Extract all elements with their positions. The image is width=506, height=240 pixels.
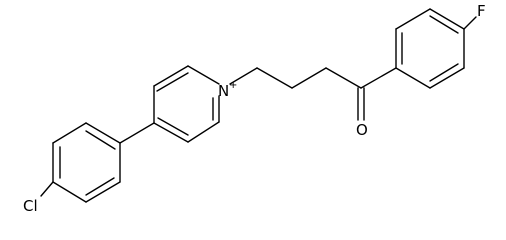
bond-aryl-ketone: [360, 67, 397, 89]
bond-biaryl: [119, 122, 155, 144]
pyridinium-ring: [153, 65, 220, 143]
atom-label-fluorine: F: [477, 2, 486, 20]
structure-canvas: N + O F Cl: [23, 2, 486, 215]
bond-inner: [429, 15, 459, 34]
bond: [291, 67, 327, 89]
chlorophenyl-ring: [52, 122, 121, 203]
bond: [187, 65, 220, 85]
bond-c-f: [463, 16, 477, 30]
atom-label-chlorine: Cl: [23, 197, 38, 215]
carbonyl: [357, 87, 365, 121]
atom-label-oxygen: O: [356, 121, 368, 139]
bond: [153, 65, 189, 87]
butyl-chain: [229, 67, 362, 89]
bond: [153, 122, 189, 143]
atom-label-nitrogen: N: [218, 82, 229, 100]
bond: [229, 67, 258, 85]
charge-label: +: [229, 80, 237, 91]
bond: [256, 67, 293, 89]
bond-inner: [429, 63, 459, 82]
bond: [52, 181, 87, 203]
chemical-structure: N + O F Cl: [23, 2, 486, 215]
bond-inner: [85, 130, 116, 150]
bond: [429, 8, 465, 30]
bond-c-cl: [40, 181, 54, 197]
bond-inner: [156, 72, 189, 92]
bond: [85, 122, 121, 144]
bond: [395, 8, 431, 30]
bond: [187, 121, 220, 143]
bond-inner: [85, 177, 115, 196]
bond: [52, 122, 87, 144]
bond-inner: [157, 117, 189, 136]
fluorophenyl-ring: [395, 8, 465, 89]
bond: [395, 67, 431, 89]
bond: [325, 67, 362, 89]
bond: [429, 67, 465, 89]
bond: [85, 181, 121, 203]
